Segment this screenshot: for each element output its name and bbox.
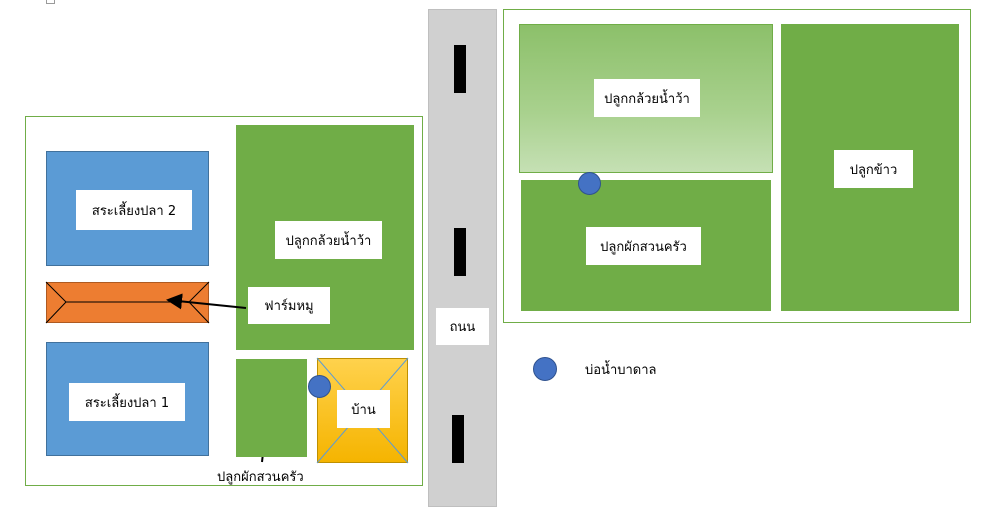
fish-pond-1-label: สระเลี้ยงปลา 1: [69, 383, 185, 421]
legend-well-label: บ่อน้ำบาดาล: [585, 363, 657, 378]
well-marker-left: [308, 375, 331, 398]
road-marking-2: [454, 228, 466, 276]
road-marking-3: [452, 415, 464, 463]
kitchen-garden-right-label: ปลูกผักสวนครัว: [586, 227, 701, 265]
corner-mark: [46, 0, 55, 4]
rice-field-label: ปลูกข้าว: [834, 150, 913, 188]
fish-pond-2-label: สระเลี้ยงปลา 2: [76, 190, 192, 230]
road-label: ถนน: [436, 308, 489, 345]
kitchen-garden-left: [236, 359, 307, 457]
road-marking-1: [454, 45, 466, 93]
banana-field-right-label: ปลูกกล้วยน้ำว้า: [594, 79, 700, 117]
banana-field-left-label: ปลูกกล้วยน้ำว้า: [275, 221, 382, 259]
house-label: บ้าน: [337, 390, 390, 428]
well-marker-right: [578, 172, 601, 195]
legend-well-icon: [533, 357, 557, 381]
kitchen-garden-left-label: ปลูกผักสวนครัว: [217, 470, 304, 485]
pig-farm-label: ฟาร์มหมู: [248, 287, 330, 324]
